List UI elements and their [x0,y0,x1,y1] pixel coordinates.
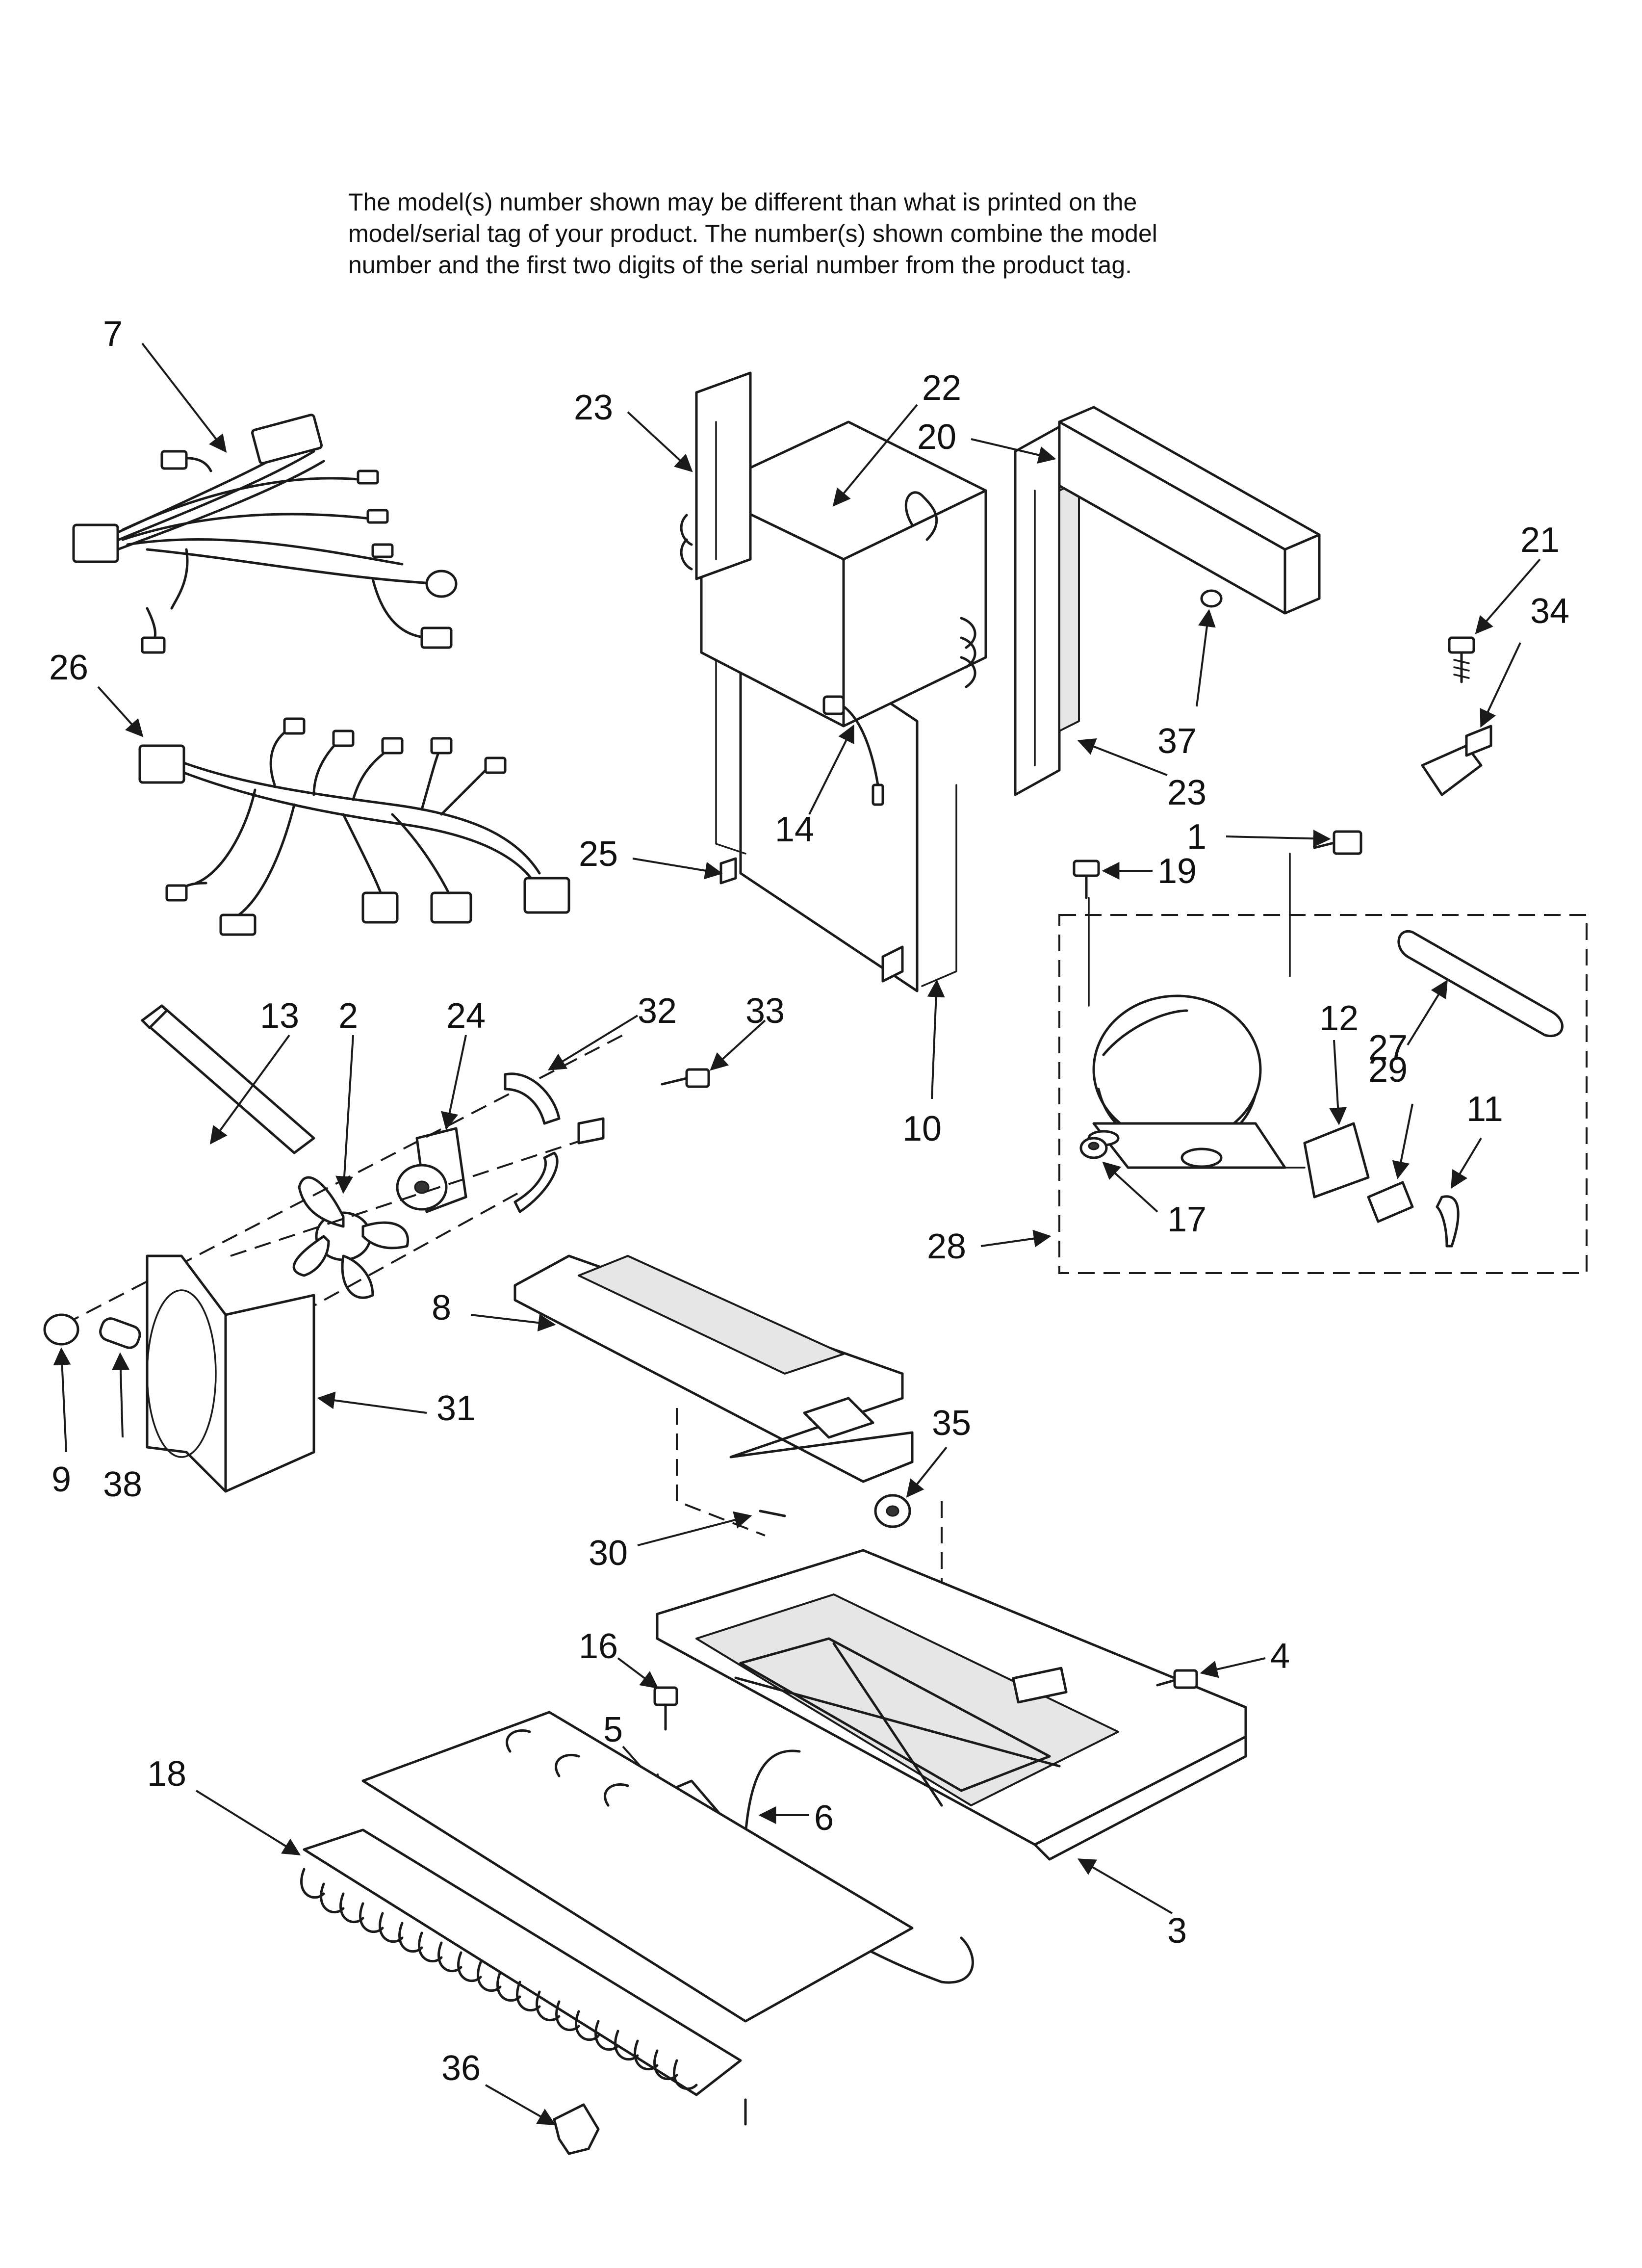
callout-13: 13 [260,996,299,1036]
part-compressor[interactable] [1087,994,1286,1169]
callout-29: 29 [1368,1050,1408,1090]
callout-1: 1 [1187,817,1206,857]
fan-axis-line-3 [279,1191,520,1326]
callout-10: 10 [902,1109,942,1148]
callout-23b: 23 [1167,773,1206,812]
callout-11: 11 [1466,1090,1503,1129]
part-4-screw[interactable] [1156,1669,1198,1689]
callout-23a: 23 [574,388,613,427]
model-number-note: The model(s) number shown may be differe… [348,186,1354,281]
note-line-3: number and the first two digits of the s… [348,251,1132,279]
callout-36: 36 [441,2049,481,2088]
callout-20: 20 [917,417,956,457]
part-16-screw[interactable] [653,1686,678,1731]
part-35-clip[interactable] [874,1494,911,1528]
callout-34: 34 [1530,592,1569,631]
part-28-compressor-assembly-box [1058,914,1588,1274]
part-11-clip[interactable] [1436,1195,1460,1248]
part-1-bolt[interactable] [1313,830,1362,855]
part-32-grommets[interactable] [504,1072,605,1213]
callout-37: 37 [1157,722,1197,761]
fan-axis-line-2 [230,1137,589,1257]
callout-31: 31 [436,1389,476,1428]
part-27-drier[interactable] [1397,930,1564,1037]
callout-9: 9 [51,1460,71,1499]
callout-7: 7 [103,314,123,354]
callout-3: 3 [1167,1911,1187,1951]
callout-17: 17 [1167,1200,1206,1239]
part-24-fan-motor[interactable] [396,1127,467,1213]
callout-27: 27 [1368,1028,1408,1068]
callout-14: 14 [775,810,814,849]
part-3-base-tray[interactable] [656,1549,1247,1861]
part-31-fan-shroud[interactable] [146,1254,315,1493]
callout-35: 35 [932,1404,971,1443]
part-8-drain-pan[interactable] [513,1254,914,1483]
callout-25: 25 [579,834,618,874]
part-36-clip[interactable] [553,2103,600,2155]
part-23-side-bracket-right[interactable] [1014,425,1080,796]
part-12-start-relay[interactable] [1274,1122,1370,1199]
note-line-1: The model(s) number shown may be differe… [348,188,1137,216]
part-37-grommet[interactable] [1200,589,1223,608]
callout-8: 8 [432,1288,451,1328]
callout-24: 24 [446,996,486,1036]
callout-38: 38 [103,1465,142,1504]
drain-dash-line [676,1408,766,1537]
callout-2: 2 [338,996,358,1036]
callout-26: 26 [49,648,88,687]
note-line-2: model/serial tag of your product. The nu… [348,220,1157,247]
part-26-wire-harness[interactable] [138,717,570,936]
part-7-wire-harness[interactable] [72,414,458,654]
callout-18: 18 [147,1754,186,1794]
part-38-insert[interactable] [98,1316,143,1351]
callout-30: 30 [589,1534,628,1573]
part-33-screw[interactable] [661,1068,710,1088]
part-30-pin[interactable] [759,1510,786,1517]
part-23-side-bracket-left[interactable] [680,371,752,580]
callout-16: 16 [579,1627,618,1666]
part-34-clip[interactable] [1421,725,1492,796]
callout-6: 6 [814,1799,834,1838]
callout-22: 22 [922,368,961,408]
callout-33: 33 [745,991,785,1031]
part-18-condenser[interactable] [300,1711,914,2126]
callout-5: 5 [603,1710,623,1749]
part-21-screw[interactable] [1448,636,1475,683]
callout-12: 12 [1319,999,1359,1038]
part-9-button[interactable] [43,1313,79,1346]
part-14-thermistor[interactable] [822,695,884,806]
callout-4: 4 [1270,1637,1290,1676]
part-13-gasket[interactable] [141,1004,315,1154]
callout-32: 32 [638,991,677,1031]
callout-21: 21 [1520,521,1560,560]
part-17-grommet[interactable] [1079,1137,1108,1159]
callout-19: 19 [1157,852,1197,891]
part-19-screw[interactable] [1073,860,1100,899]
part-20-duct[interactable] [1058,406,1321,615]
callout-28: 28 [927,1227,966,1266]
part-29-capacitor[interactable] [1367,1181,1414,1223]
part-2-fan-blade[interactable] [292,1176,409,1299]
